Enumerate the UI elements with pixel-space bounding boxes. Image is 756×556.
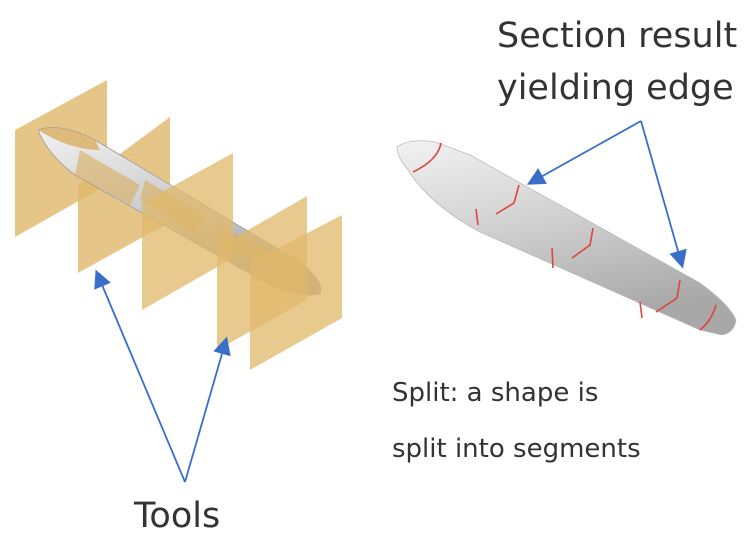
section-result-label-line2: yielding edge (497, 68, 734, 108)
section-edges (412, 142, 717, 331)
tools-label: Tools (134, 496, 221, 536)
split-ship-hull (396, 140, 737, 336)
cutting-planes-front (142, 153, 342, 370)
split-caption-line1: Split: a shape is (392, 378, 599, 408)
tools-arrow-2 (184, 336, 231, 483)
tool-plane-5 (250, 215, 342, 370)
section-result-label-line1: Section result (497, 16, 738, 56)
section-arrow-2 (640, 120, 687, 269)
section-arrow-1 (526, 120, 642, 185)
tool-plane-3 (142, 153, 233, 310)
tools-arrow-1 (94, 269, 186, 483)
split-caption-line2: split into segments (392, 434, 641, 464)
